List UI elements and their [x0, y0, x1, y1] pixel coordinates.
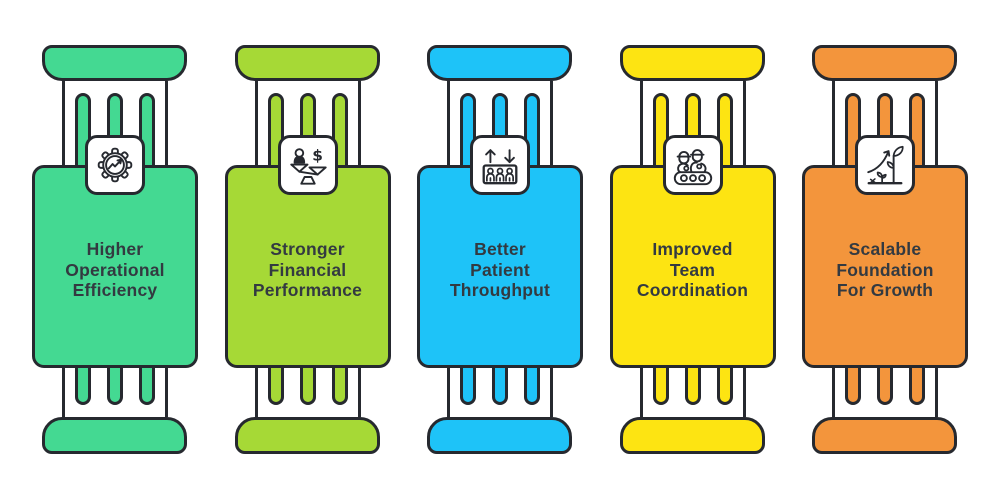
- column-bar: [877, 362, 893, 405]
- pillar-team-coordination: Improved Team Coordination: [609, 0, 776, 500]
- pillar-operational-efficiency: Higher Operational Efficiency: [32, 0, 198, 500]
- pillar-shaft-bottom: [62, 362, 168, 417]
- icon-badge: [470, 135, 530, 195]
- balance-scale-icon: $: [289, 147, 327, 185]
- pillar-shaft-bottom: [639, 362, 746, 417]
- column-bar: [524, 362, 540, 405]
- pillar-title: Scalable Foundation For Growth: [836, 239, 934, 301]
- pillar-capital-top: [427, 45, 572, 81]
- pillar-capital-bottom: [619, 417, 765, 454]
- column-bar: [492, 362, 508, 405]
- pillar-title: Improved Team Coordination: [636, 239, 749, 301]
- pillar-shaft-bottom: [832, 362, 938, 417]
- column-bar: [299, 362, 316, 405]
- pillar-capital-top: [42, 45, 187, 81]
- icon-badge: [855, 135, 915, 195]
- column-bar: [331, 362, 348, 405]
- patient-flow-icon: [482, 149, 518, 185]
- icon-badge: [662, 135, 723, 195]
- pillar-shaft-bottom: [447, 362, 553, 417]
- column-bar: [716, 362, 733, 405]
- pillar-title: Higher Operational Efficiency: [65, 239, 165, 301]
- growth-plant-icon: [867, 145, 904, 185]
- pillar-body: Stronger Financial Performance: [224, 165, 391, 368]
- column-bar: [75, 362, 91, 405]
- column-bar: [267, 362, 284, 405]
- column-bar: [845, 362, 861, 405]
- column-bar: [684, 362, 701, 405]
- pillar-capital-top: [234, 45, 380, 81]
- pillar-body: Improved Team Coordination: [609, 165, 776, 368]
- column-bar: [139, 362, 155, 405]
- pillar-body: Scalable Foundation For Growth: [802, 165, 968, 368]
- column-bar: [460, 362, 476, 405]
- pillar-capital-top: [812, 45, 957, 81]
- dollar-sign: $: [312, 147, 323, 165]
- team-cart-icon: [673, 149, 712, 186]
- pillar-capital-bottom: [812, 417, 957, 454]
- pillar-shaft-bottom: [254, 362, 361, 417]
- pillar-scalable-foundation: Scalable Foundation For Growth: [802, 0, 968, 500]
- icon-badge: [85, 135, 145, 195]
- pillar-body: Higher Operational Efficiency: [32, 165, 198, 368]
- gear-trend-icon: [97, 147, 133, 183]
- column-bar: [107, 362, 123, 405]
- column-bar: [652, 362, 669, 405]
- pillar-capital-bottom: [427, 417, 572, 454]
- pillar-financial-performance: Stronger Financial Performance $: [224, 0, 391, 500]
- pillar-title: Better Patient Throughput: [449, 239, 551, 301]
- pillar-capital-bottom: [234, 417, 380, 454]
- icon-badge: $: [277, 135, 338, 195]
- column-bar: [909, 362, 925, 405]
- pillar-title: Stronger Financial Performance: [252, 239, 363, 301]
- pillar-patient-throughput: Better Patient Throughput: [417, 0, 583, 500]
- pillar-body: Better Patient Throughput: [417, 165, 583, 368]
- pillar-capital-bottom: [42, 417, 187, 454]
- pillar-shaft-top: [254, 81, 361, 167]
- pillar-capital-top: [619, 45, 765, 81]
